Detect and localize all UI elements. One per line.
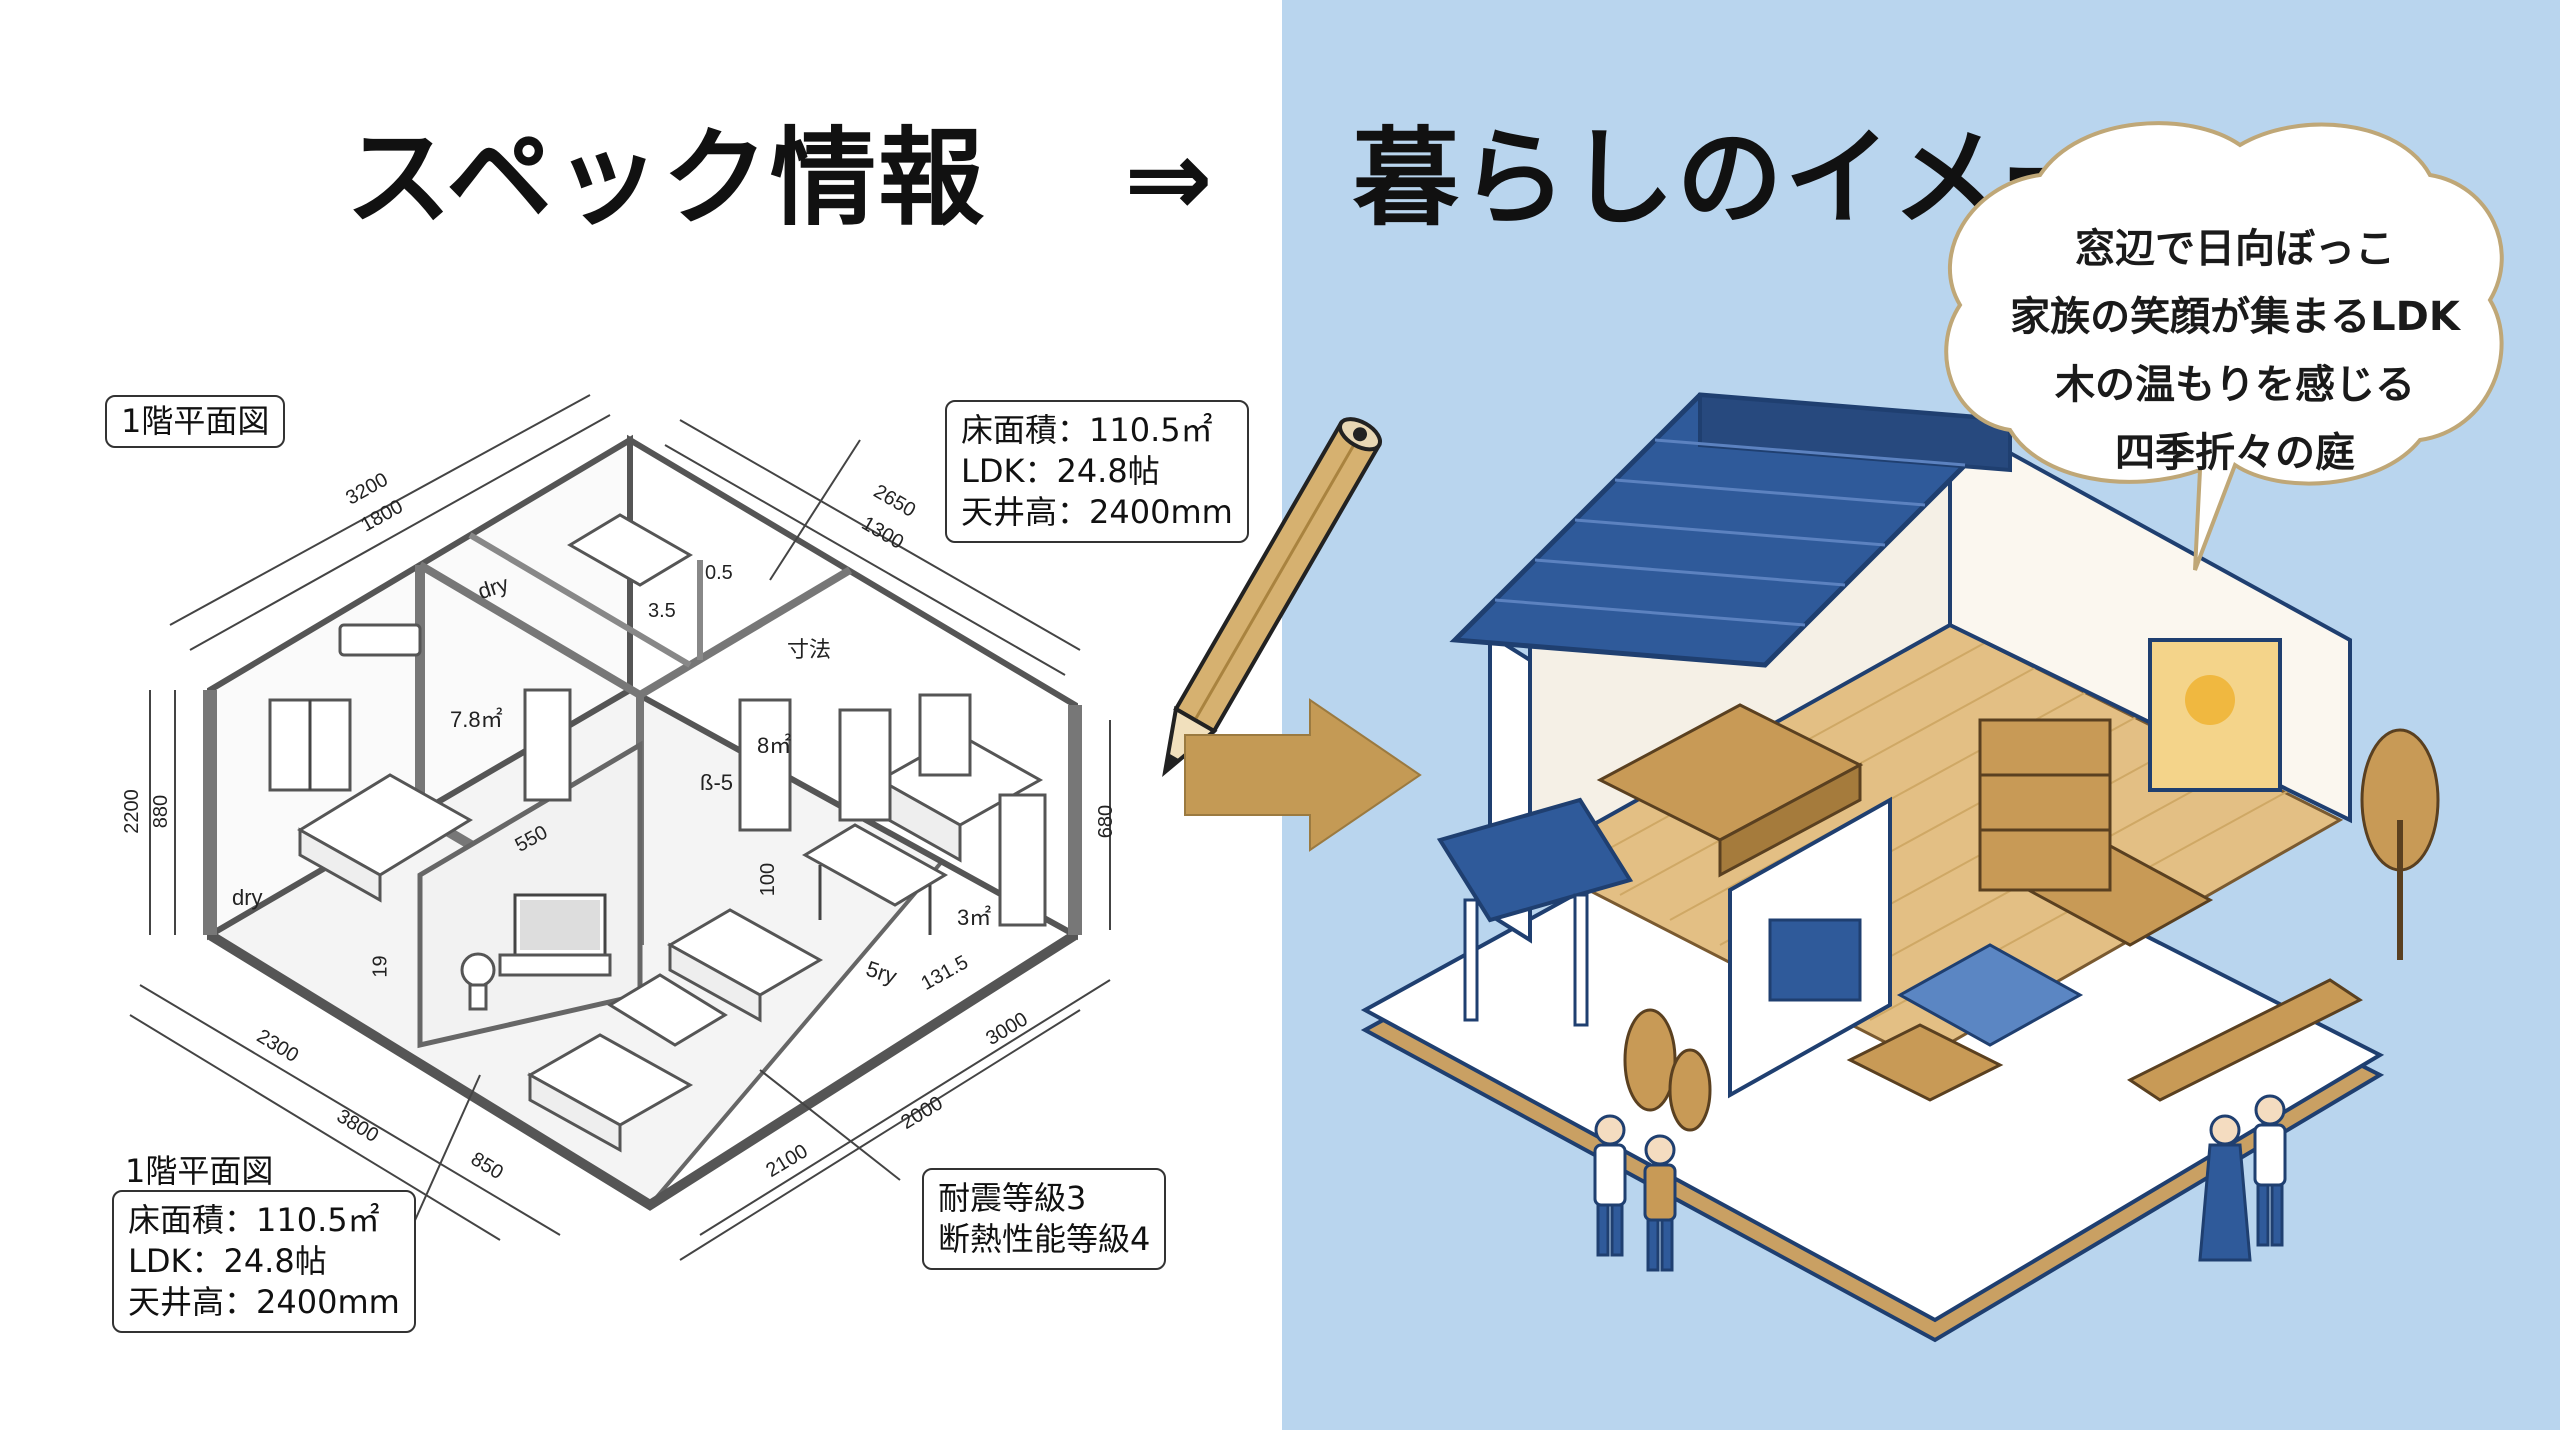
right-arrow-icon [1184,698,1422,852]
speech-bubble-icon [1944,121,2504,571]
room-label-sunpo: 寸法 [787,637,832,662]
bubble-line-3: 木の温もりを感じる [2055,362,2415,408]
spec-bottom-ldk: LDK：24.8帖 [128,1241,327,1280]
dim-19: 19 [369,955,392,978]
spec-bottom-ceiling: 天井高：2400mm [128,1282,400,1321]
grade-box: 耐震等級3 断熱性能等級4 [922,1168,1167,1270]
grade-seismic: 耐震等級3 [938,1179,1087,1217]
dim-3-5: 3.5 [648,600,676,622]
room-area-8: 8㎡ [757,733,792,758]
room-dry-2: dry [232,885,263,910]
isometric-floor-plan [203,434,1082,1211]
title-spec: スペック情報 [345,117,987,240]
people [1593,1094,2287,1272]
room-label-misc: ß-5 [700,770,733,795]
spec-box-top: 床面積：110.5㎡ LDK：24.8帖 天井高：2400mm [945,400,1249,543]
dim-2200: 2200 [120,789,143,834]
plan-title-bottom: 1階平面図 [125,1152,274,1190]
dim-880: 880 [150,794,173,829]
plan-title-top: 1階平面図 [105,395,286,448]
bubble-line-1: 窓辺で日向ぼっこ [2075,226,2395,272]
room-area-3: 3㎡ [957,905,992,930]
house-illustration [1360,392,2440,1343]
bubble-line-2: 家族の笑顔が集まるLDK [2010,294,2460,340]
room-area-7-8: 7.8㎡ [450,707,503,732]
spec-box-bottom: 床面積：110.5㎡ LDK：24.8帖 天井高：2400mm [112,1190,416,1333]
bubble-lines: 窓辺で日向ぼっこ 家族の笑顔が集まるLDK 木の温もりを感じる 四季折々の庭 [1975,215,2495,487]
spec-top-area: 床面積：110.5㎡ [961,411,1213,449]
spec-top-ldk: LDK：24.8帖 [961,451,1160,490]
bubble-line-4: 四季折々の庭 [2115,430,2355,476]
dim-0-5: 0.5 [705,562,733,584]
grade-insulation: 断熱性能等級4 [938,1219,1151,1258]
title-arrow: ⇒ [1123,117,1215,240]
dim-680: 680 [1095,804,1118,839]
spec-top-ceiling: 天井高：2400mm [961,492,1233,531]
pencil-icon [1162,417,1382,777]
dim-100: 100 [757,862,780,897]
dimension-lines [129,394,1111,1266]
spec-bottom-area: 床面積：110.5㎡ [128,1201,380,1239]
